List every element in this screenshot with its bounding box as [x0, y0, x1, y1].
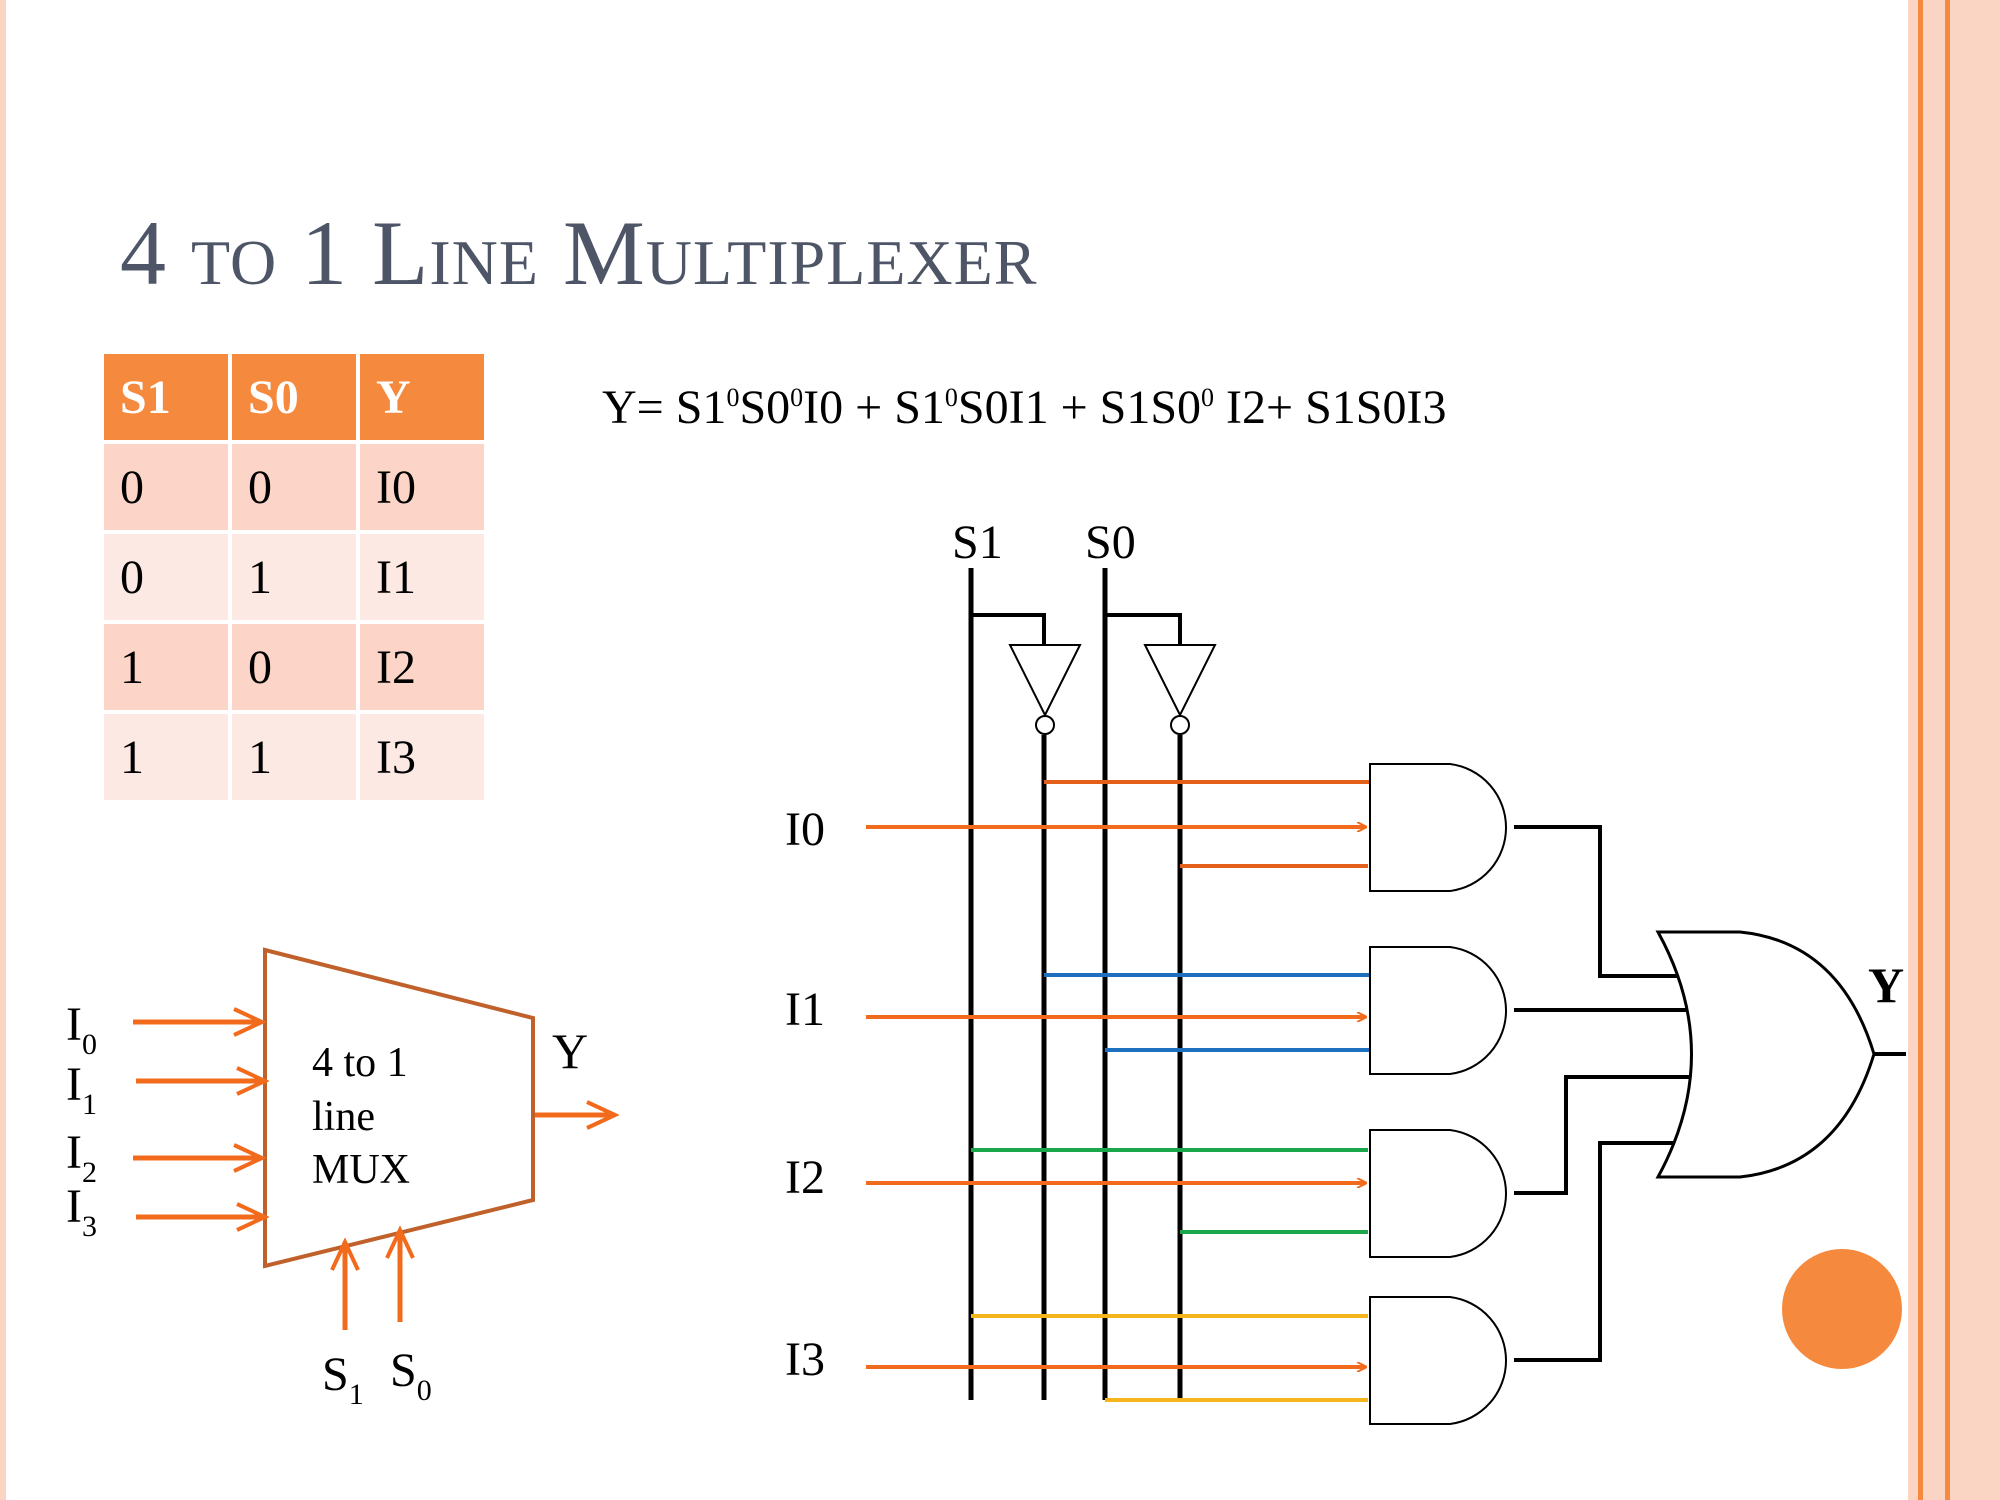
table-cell: I3 — [360, 714, 484, 800]
or-gate — [1655, 930, 1876, 1179]
border-stripe-4 — [1945, 0, 1950, 1500]
mux-body-line2: line — [312, 1094, 375, 1140]
table-cell: I2 — [360, 624, 484, 710]
table-cell: 0 — [104, 444, 228, 530]
mux-input-label: I2 — [66, 1126, 97, 1189]
mux-input-label: I1 — [66, 1058, 97, 1121]
gate-level-circuit: S1 S0 I0 I1 I2 I3 — [785, 516, 1906, 1425]
mux-select-label: S1 — [322, 1348, 364, 1411]
table-row: 0 1 I1 — [104, 534, 484, 620]
input-label: I0 — [785, 803, 825, 856]
table-cell: 1 — [104, 624, 228, 710]
table-row: 0 0 I0 — [104, 444, 484, 530]
table-cell: 1 — [232, 534, 356, 620]
mux-block-diagram: I0 I1 I2 I3 4 to 1 line MUX Y S1 S0 — [66, 947, 615, 1411]
border-stripe-3 — [1923, 0, 1945, 1500]
select-label-s1: S1 — [952, 516, 1003, 569]
mux-body-line1: 4 to 1 — [312, 1040, 408, 1086]
table-cell: I1 — [360, 534, 484, 620]
and-gate — [1369, 1129, 1508, 1258]
table-row: 1 1 I3 — [104, 714, 484, 800]
table-cell: 1 — [232, 714, 356, 800]
s1-branch — [971, 613, 1046, 645]
s0-branch — [1105, 613, 1182, 645]
table-cell: 1 — [104, 714, 228, 800]
mux-select-label: S0 — [390, 1344, 432, 1407]
header-cell: Y — [360, 354, 484, 440]
border-stripe-1 — [1908, 0, 1918, 1500]
border-stripe-2 — [1918, 0, 1923, 1500]
select-label-s0: S0 — [1085, 516, 1136, 569]
left-border — [0, 0, 6, 1500]
table-cell: 0 — [232, 624, 356, 710]
and-output-wire — [1514, 1075, 1692, 1195]
not-bubble — [1035, 715, 1055, 735]
not-gate-s1 — [1008, 644, 1082, 718]
slide-title: 4 TO 1 LINE MULTIPLEXER — [120, 202, 1038, 304]
mux-trapezoid — [263, 947, 535, 1269]
output-label: Y — [1868, 957, 1904, 1013]
input-label: I1 — [785, 983, 825, 1036]
table-row: 1 0 I2 — [104, 624, 484, 710]
decorative-circle — [1782, 1249, 1902, 1369]
mux-body-line3: MUX — [312, 1147, 410, 1193]
header-cell: S1 — [104, 354, 228, 440]
truth-table-header: S1 S0 Y — [104, 354, 484, 440]
and-output-wire — [1514, 825, 1680, 978]
not-bubble — [1170, 715, 1190, 735]
and-gate — [1369, 946, 1508, 1075]
and-gate — [1369, 1296, 1508, 1425]
and-output-wire — [1514, 1141, 1682, 1362]
input-label: I2 — [785, 1151, 825, 1204]
mux-output-label: Y — [552, 1023, 588, 1079]
header-cell: S0 — [232, 354, 356, 440]
not-gate-s0 — [1143, 644, 1217, 718]
truth-table: S1 S0 Y 0 0 I0 0 1 I1 1 0 I2 1 1 I3 — [100, 350, 488, 804]
mux-input-label: I3 — [66, 1180, 97, 1243]
table-cell: 0 — [104, 534, 228, 620]
input-label: I3 — [785, 1333, 825, 1386]
and-gate — [1369, 763, 1508, 892]
border-stripe-5 — [1950, 0, 2000, 1500]
table-cell: 0 — [232, 444, 356, 530]
mux-input-label: I0 — [66, 998, 97, 1061]
table-cell: I0 — [360, 444, 484, 530]
boolean-equation: Y= S10S00I0 + S10S0I1 + S1S00 I2+ S1S0I3 — [602, 381, 1447, 434]
